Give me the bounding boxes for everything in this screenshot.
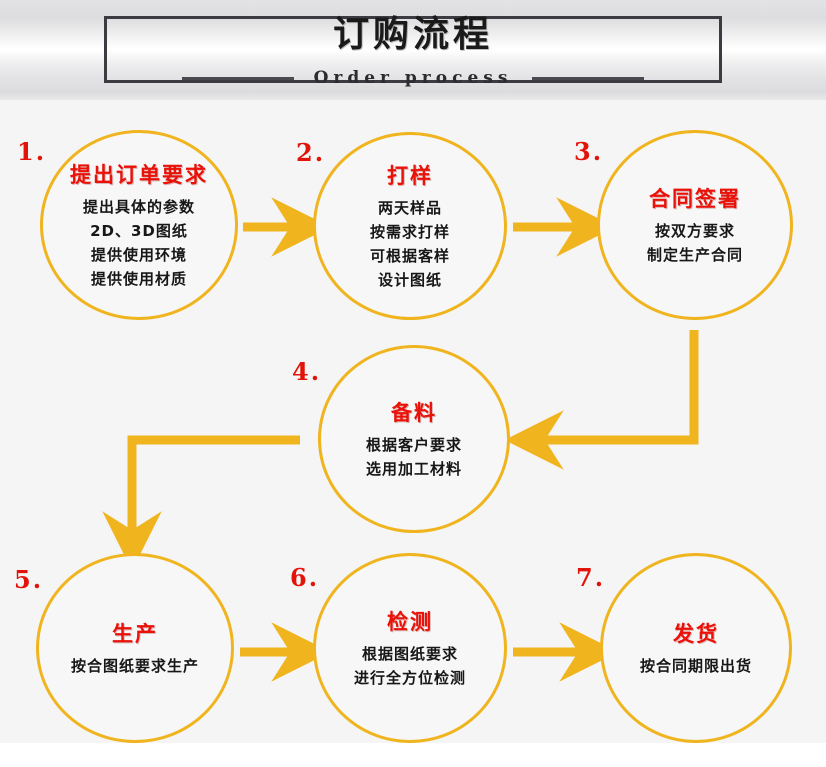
step-title-6: 检测 — [387, 610, 433, 634]
step-line: 提供使用环境 — [90, 246, 187, 264]
step-number-2: 2. — [296, 138, 326, 167]
step-line: 按合同期限出货 — [639, 657, 752, 675]
step-line: 两天样品 — [377, 199, 442, 217]
step-number-3: 3. — [574, 137, 604, 166]
step-line: 提出具体的参数 — [82, 198, 195, 216]
step-line: 设计图纸 — [377, 271, 442, 289]
step-node-3: 合同签署 按双方要求制定生产合同 — [597, 130, 793, 320]
step-number-5: 5. — [14, 565, 44, 594]
step-lines-2: 两天样品按需求打样可根据客样设计图纸 — [370, 196, 450, 292]
step-line: 选用加工材料 — [365, 460, 462, 478]
arrow-3-to-4 — [504, 330, 699, 470]
step-node-2: 打样 两天样品按需求打样可根据客样设计图纸 — [313, 132, 507, 320]
step-number-7: 7. — [576, 563, 606, 592]
step-title-3: 合同签署 — [649, 187, 741, 211]
step-title-7: 发货 — [673, 622, 719, 646]
step-lines-3: 按双方要求制定生产合同 — [647, 219, 743, 267]
step-lines-1: 提出具体的参数 2D、3D图纸提供使用环境提供使用材质 — [83, 195, 195, 291]
page-subtitle: Order process — [313, 68, 513, 88]
step-title-1: 提出订单要求 — [70, 163, 208, 187]
step-lines-6: 根据图纸要求进行全方位检测 — [354, 642, 466, 690]
step-node-4: 备料 根据客户要求选用加工材料 — [318, 345, 510, 533]
step-number-4: 4. — [292, 357, 322, 386]
step-line: 按双方要求 — [654, 222, 735, 240]
step-number-6: 6. — [290, 563, 320, 592]
bottom-white-strip — [0, 743, 826, 767]
step-line: 根据图纸要求 — [361, 645, 458, 663]
subtitle-rule-right — [532, 76, 645, 80]
step-title-4: 备料 — [391, 401, 437, 425]
step-number-1: 1. — [17, 137, 47, 166]
step-node-6: 检测 根据图纸要求进行全方位检测 — [313, 553, 507, 743]
subtitle-row: Order process — [0, 68, 826, 88]
step-line: 制定生产合同 — [646, 246, 743, 264]
step-title-5: 生产 — [112, 622, 158, 646]
step-line: 根据客户要求 — [365, 436, 462, 454]
step-node-1: 提出订单要求 提出具体的参数 2D、3D图纸提供使用环境提供使用材质 — [40, 130, 238, 320]
step-lines-5: 按合图纸要求生产 — [71, 654, 199, 678]
step-node-5: 生产 按合图纸要求生产 — [36, 553, 234, 743]
step-title-2: 打样 — [387, 164, 433, 188]
step-lines-7: 按合同期限出货 — [640, 654, 752, 678]
arrow-4-to-5 — [102, 435, 300, 571]
step-line: 按合图纸要求生产 — [70, 657, 199, 675]
step-line: 提供使用材质 — [90, 270, 187, 288]
step-line: 进行全方位检测 — [353, 669, 466, 687]
step-line: 按需求打样 — [369, 223, 450, 241]
step-line: 2D、3D图纸 — [90, 222, 188, 240]
title-frame — [104, 16, 722, 83]
page-title: 订购流程 — [332, 14, 493, 55]
subtitle-rule-left — [181, 76, 294, 80]
step-line: 可根据客样 — [369, 247, 450, 265]
step-node-7: 发货 按合同期限出货 — [600, 553, 792, 743]
step-lines-4: 根据客户要求选用加工材料 — [366, 433, 462, 481]
